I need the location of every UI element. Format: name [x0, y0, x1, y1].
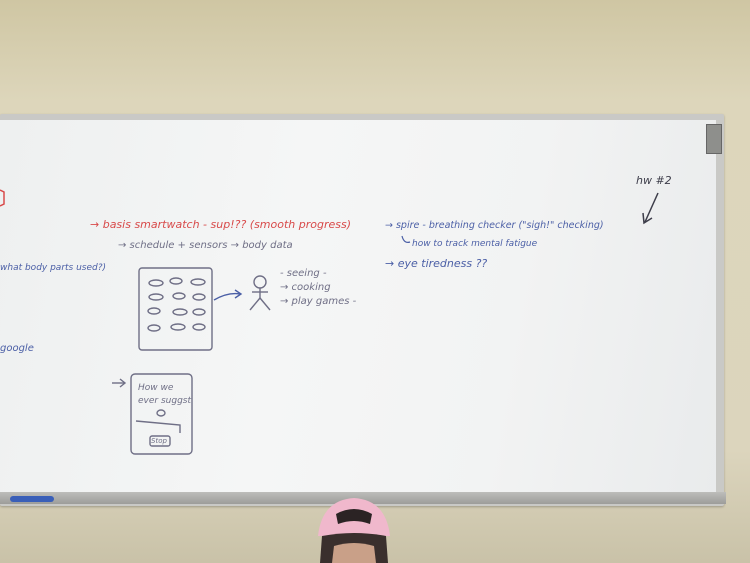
phone-mockup-sketch	[130, 373, 193, 455]
note-schedule-sensors: → schedule + sensors → body data	[118, 240, 293, 251]
note-google: google	[0, 343, 34, 354]
sketch-label-seeing: - seeing -	[280, 268, 327, 279]
marker-tray	[0, 492, 726, 504]
note-mental-fatigue: how to track mental fatigue	[412, 239, 538, 249]
sketch-label-games: → play games -	[280, 296, 357, 307]
board-clip	[706, 124, 722, 154]
note-spire-breathing: → spire - breathing checker ("sigh!" che…	[385, 220, 604, 231]
person-pink-cap	[318, 498, 390, 563]
red-note-smartwatch: → basis smartwatch - sup!?? (smooth prog…	[90, 218, 352, 231]
whiteboard-surface	[0, 120, 716, 498]
phone-text-line1: How we	[138, 383, 174, 393]
phone-button-label: Stop	[151, 437, 167, 445]
note-hw2: hw #2	[636, 174, 672, 187]
marker-pen	[10, 496, 54, 502]
app-grid-sketch	[138, 267, 213, 351]
stick-figure-sketch	[249, 275, 271, 311]
phone-text-line2: ever suggst	[138, 396, 191, 406]
sketch-label-cooking: → cooking	[280, 282, 331, 293]
note-body-parts: what body parts used?)	[0, 263, 107, 273]
note-eye-tiredness: → eye tiredness ??	[385, 257, 488, 270]
